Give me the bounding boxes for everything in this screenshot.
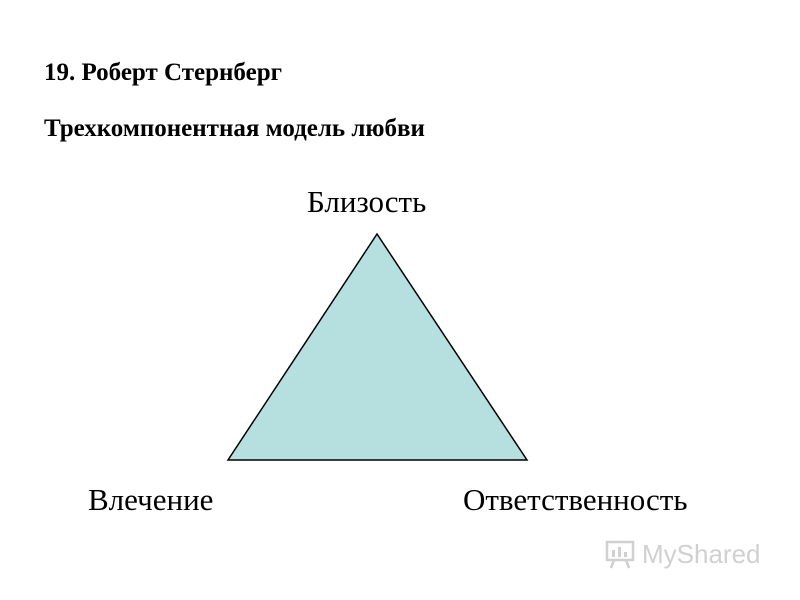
watermark-text: MyShared	[642, 538, 761, 569]
vertex-label-commitment: Ответственность	[463, 482, 688, 517]
vertex-label-intimacy: Близость	[307, 184, 427, 219]
watermark: MyShared	[604, 536, 761, 572]
love-triangle	[226, 232, 529, 461]
heading-title-line: Трехкомпонентная модель любви	[44, 115, 425, 142]
heading-number-line: 19. Роберт Стернберг	[44, 59, 282, 86]
vertex-label-passion: Влечение	[88, 482, 214, 517]
presentation-board-icon	[605, 540, 635, 569]
